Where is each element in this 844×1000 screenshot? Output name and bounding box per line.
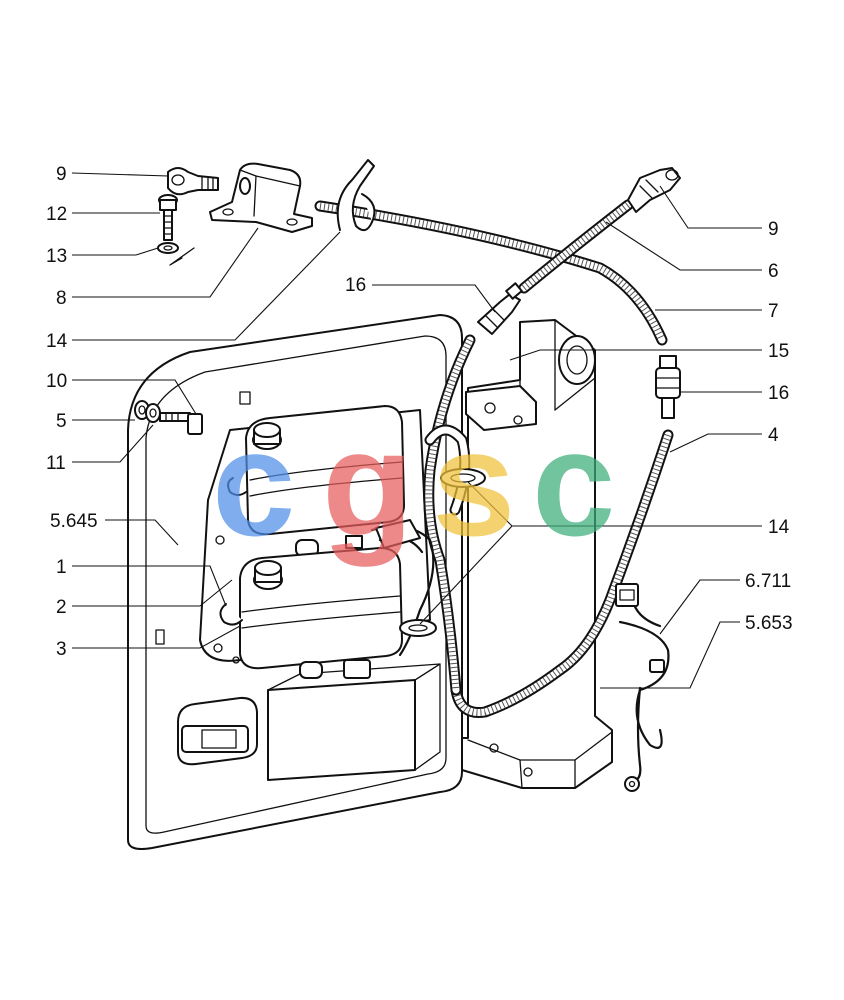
watermark: c g s c: [212, 399, 615, 567]
cable-tie-14: [336, 159, 376, 232]
leader-lines: [71, 172, 762, 689]
callout-11: 11: [46, 453, 66, 474]
door-handle: [177, 696, 258, 766]
connector-16-top: [477, 282, 523, 335]
connector-9-top: [167, 167, 219, 196]
hoses: [314, 199, 674, 719]
callout-5-653: 5.653: [745, 613, 793, 634]
callout-5: 5: [56, 411, 67, 432]
callout-8: 8: [56, 288, 67, 309]
callout-10: 10: [46, 371, 67, 392]
door-pillar: [461, 319, 613, 789]
callout-1: 1: [56, 557, 67, 578]
callout-labels: 9 12 13 8 14 10 5 11 5.645 1 2 3 16 9 6 …: [46, 164, 793, 660]
callout-6-711: 6.711: [745, 571, 791, 592]
callout-15: 15: [768, 341, 789, 362]
washer-13: [157, 242, 195, 266]
callout-16-right: 16: [768, 383, 789, 404]
callout-5-645: 5.645: [50, 511, 98, 532]
callout-12: 12: [46, 204, 67, 225]
callout-14-top: 14: [46, 331, 68, 352]
watermark-letter-c1: c: [212, 399, 295, 567]
bolt-12: [158, 194, 178, 241]
callout-7: 7: [768, 301, 779, 322]
callout-6: 6: [768, 261, 779, 282]
callout-9-right: 9: [768, 219, 779, 240]
watermark-letter-c2: c: [532, 399, 615, 567]
callout-4: 4: [768, 425, 779, 446]
callout-2: 2: [56, 597, 67, 618]
bolt-10-washers-5-11: [134, 400, 203, 435]
upper-washer-reservoir: [227, 405, 405, 557]
bracket-8: [209, 162, 313, 233]
connector-16-right: [655, 355, 681, 419]
lower-washer-reservoir: [219, 547, 403, 679]
watermark-letter-g: g: [322, 399, 414, 567]
callout-16-top: 16: [345, 275, 366, 296]
hose-clips: [345, 468, 486, 637]
watermark-letter-s: s: [432, 399, 515, 567]
callout-9-top: 9: [56, 164, 67, 185]
callout-14-right: 14: [768, 517, 790, 538]
callout-13: 13: [46, 246, 67, 267]
connector-9-right: [627, 167, 681, 213]
callout-3: 3: [56, 639, 67, 660]
